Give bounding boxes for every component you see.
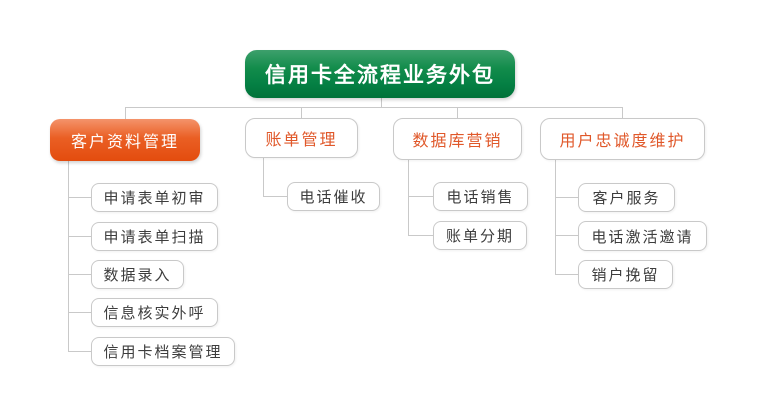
- branch-node-bill-management: 账单管理: [245, 118, 358, 158]
- leaf-node-info-verification-outbound-call: 信息核实外呼: [91, 298, 218, 327]
- connector-elbow: [263, 196, 287, 197]
- connector-elbow: [68, 197, 91, 198]
- leaf-node-application-form-initial-review: 申请表单初审: [91, 183, 218, 212]
- connector-elbow: [68, 236, 91, 237]
- connector-trunk-branch1: [68, 161, 69, 351]
- connector-drop-branch1: [125, 107, 126, 119]
- leaf-node-customer-service: 客户服务: [578, 183, 675, 212]
- leaf-node-data-entry: 数据录入: [91, 260, 184, 289]
- connector-elbow: [555, 274, 578, 275]
- connector-drop-branch4: [622, 107, 623, 118]
- leaf-node-application-form-scan: 申请表单扫描: [91, 222, 218, 251]
- connector-elbow: [408, 196, 433, 197]
- leaf-node-telesales: 电话销售: [433, 182, 528, 211]
- leaf-node-phone-activation-invitation: 电话激活邀请: [578, 221, 707, 251]
- connector-root-stem: [381, 98, 382, 107]
- connector-elbow: [68, 274, 91, 275]
- leaf-node-credit-card-archive-management: 信用卡档案管理: [91, 337, 235, 366]
- connector-trunk-branch2: [263, 158, 264, 196]
- leaf-node-bill-installment: 账单分期: [433, 221, 527, 250]
- branch-node-database-marketing: 数据库营销: [393, 118, 522, 160]
- connector-trunk-branch4: [555, 160, 556, 274]
- connector-drop-branch2: [301, 107, 302, 118]
- connector-elbow: [68, 351, 91, 352]
- connector-level1-rail: [125, 107, 623, 108]
- connector-elbow: [68, 312, 91, 313]
- branch-node-loyalty-maintenance: 用户忠诚度维护: [540, 118, 705, 160]
- branch-node-customer-data-management: 客户资料管理: [50, 119, 200, 161]
- root-node: 信用卡全流程业务外包: [245, 50, 515, 98]
- connector-elbow: [555, 197, 578, 198]
- connector-trunk-branch3: [408, 160, 409, 235]
- connector-elbow: [555, 235, 578, 236]
- leaf-node-account-closure-retention: 销户挽留: [578, 260, 673, 289]
- connector-drop-branch3: [457, 107, 458, 118]
- leaf-node-phone-collection: 电话催收: [287, 182, 380, 211]
- connector-elbow: [408, 235, 433, 236]
